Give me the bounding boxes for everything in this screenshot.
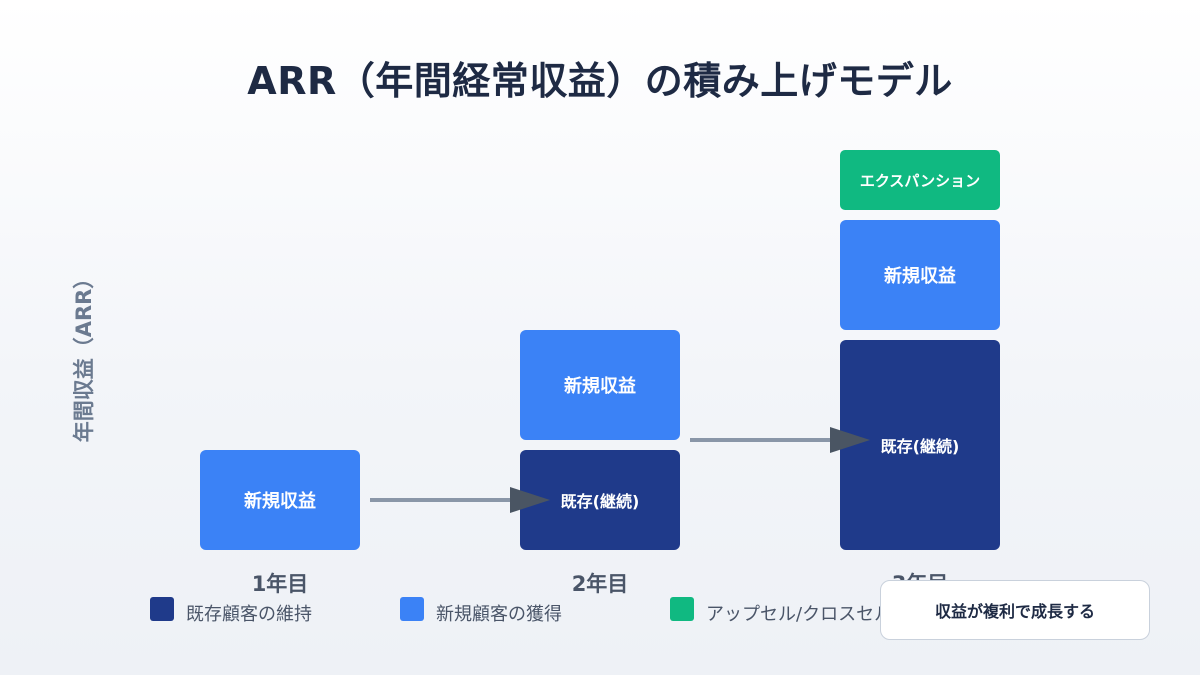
legend-swatch-expansion	[670, 597, 694, 621]
year3-new-revenue-block: 新規収益	[840, 220, 1000, 330]
year-label-1: 1年目	[251, 572, 309, 596]
legend-swatch-retained	[150, 597, 174, 621]
legend-label-expansion: アップセル/クロスセル	[706, 604, 893, 625]
year3-expansion-block: エクスパンション	[840, 150, 1000, 210]
growth-note-box: 収益が複利で成長する	[880, 580, 1150, 640]
legend-item-retained: 既存顧客の維持	[150, 597, 312, 626]
year-label-2: 2年目	[571, 572, 629, 596]
year3-retained-block: 既存(継続)	[840, 340, 1000, 550]
legend-swatch-new	[400, 597, 424, 621]
arrow-year1-to-year2	[370, 487, 550, 513]
page-title: ARR（年間経常収益）の積み上げモデル	[247, 59, 953, 103]
legend-label-new: 新規顧客の獲得	[436, 604, 562, 625]
legend-item-new: 新規顧客の獲得	[400, 597, 562, 626]
legend-item-expansion: アップセル/クロスセル	[670, 597, 893, 626]
arrow-year2-to-year3	[690, 427, 870, 453]
legend-label-retained: 既存顧客の維持	[186, 604, 312, 625]
year1-new-revenue-block: 新規収益	[200, 450, 360, 550]
year2-new-revenue-block: 新規収益	[520, 330, 680, 440]
